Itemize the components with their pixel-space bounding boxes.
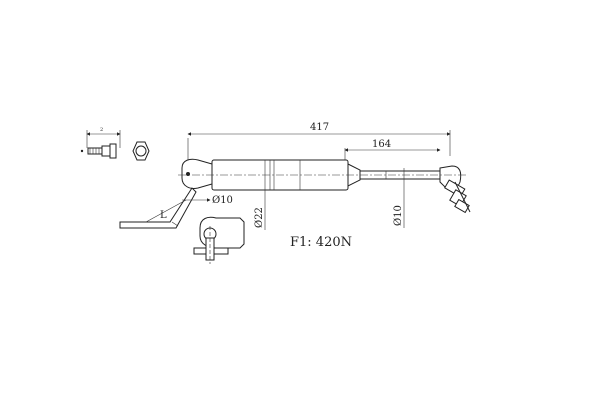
end-fitting-side-view: [193, 216, 245, 264]
bracket-length-label: L: [160, 210, 167, 221]
stroke-length-label: 164: [372, 139, 391, 150]
bolt-detail: 2: [80, 127, 121, 159]
force-label: F1: 420N: [290, 235, 352, 250]
end-fitting-diameter-label: Ø10: [212, 195, 233, 206]
dimension-body-diameter: Ø22: [254, 160, 266, 230]
mounting-bracket: L Ø10: [119, 187, 233, 229]
dimension-overall-length: 417: [187, 122, 451, 165]
dimension-rod-diameter: Ø10: [393, 168, 405, 228]
hex-nut-icon: [132, 141, 150, 161]
end-fitting-bolt: [444, 179, 471, 214]
overall-length-label: 417: [310, 122, 329, 133]
dimension-stroke-length: 164: [344, 139, 441, 168]
gas-spring: [178, 158, 468, 191]
bolt-length-label: 2: [100, 127, 103, 133]
rod-diameter-label: Ø10: [393, 205, 404, 226]
body-diameter-label: Ø22: [254, 207, 265, 228]
